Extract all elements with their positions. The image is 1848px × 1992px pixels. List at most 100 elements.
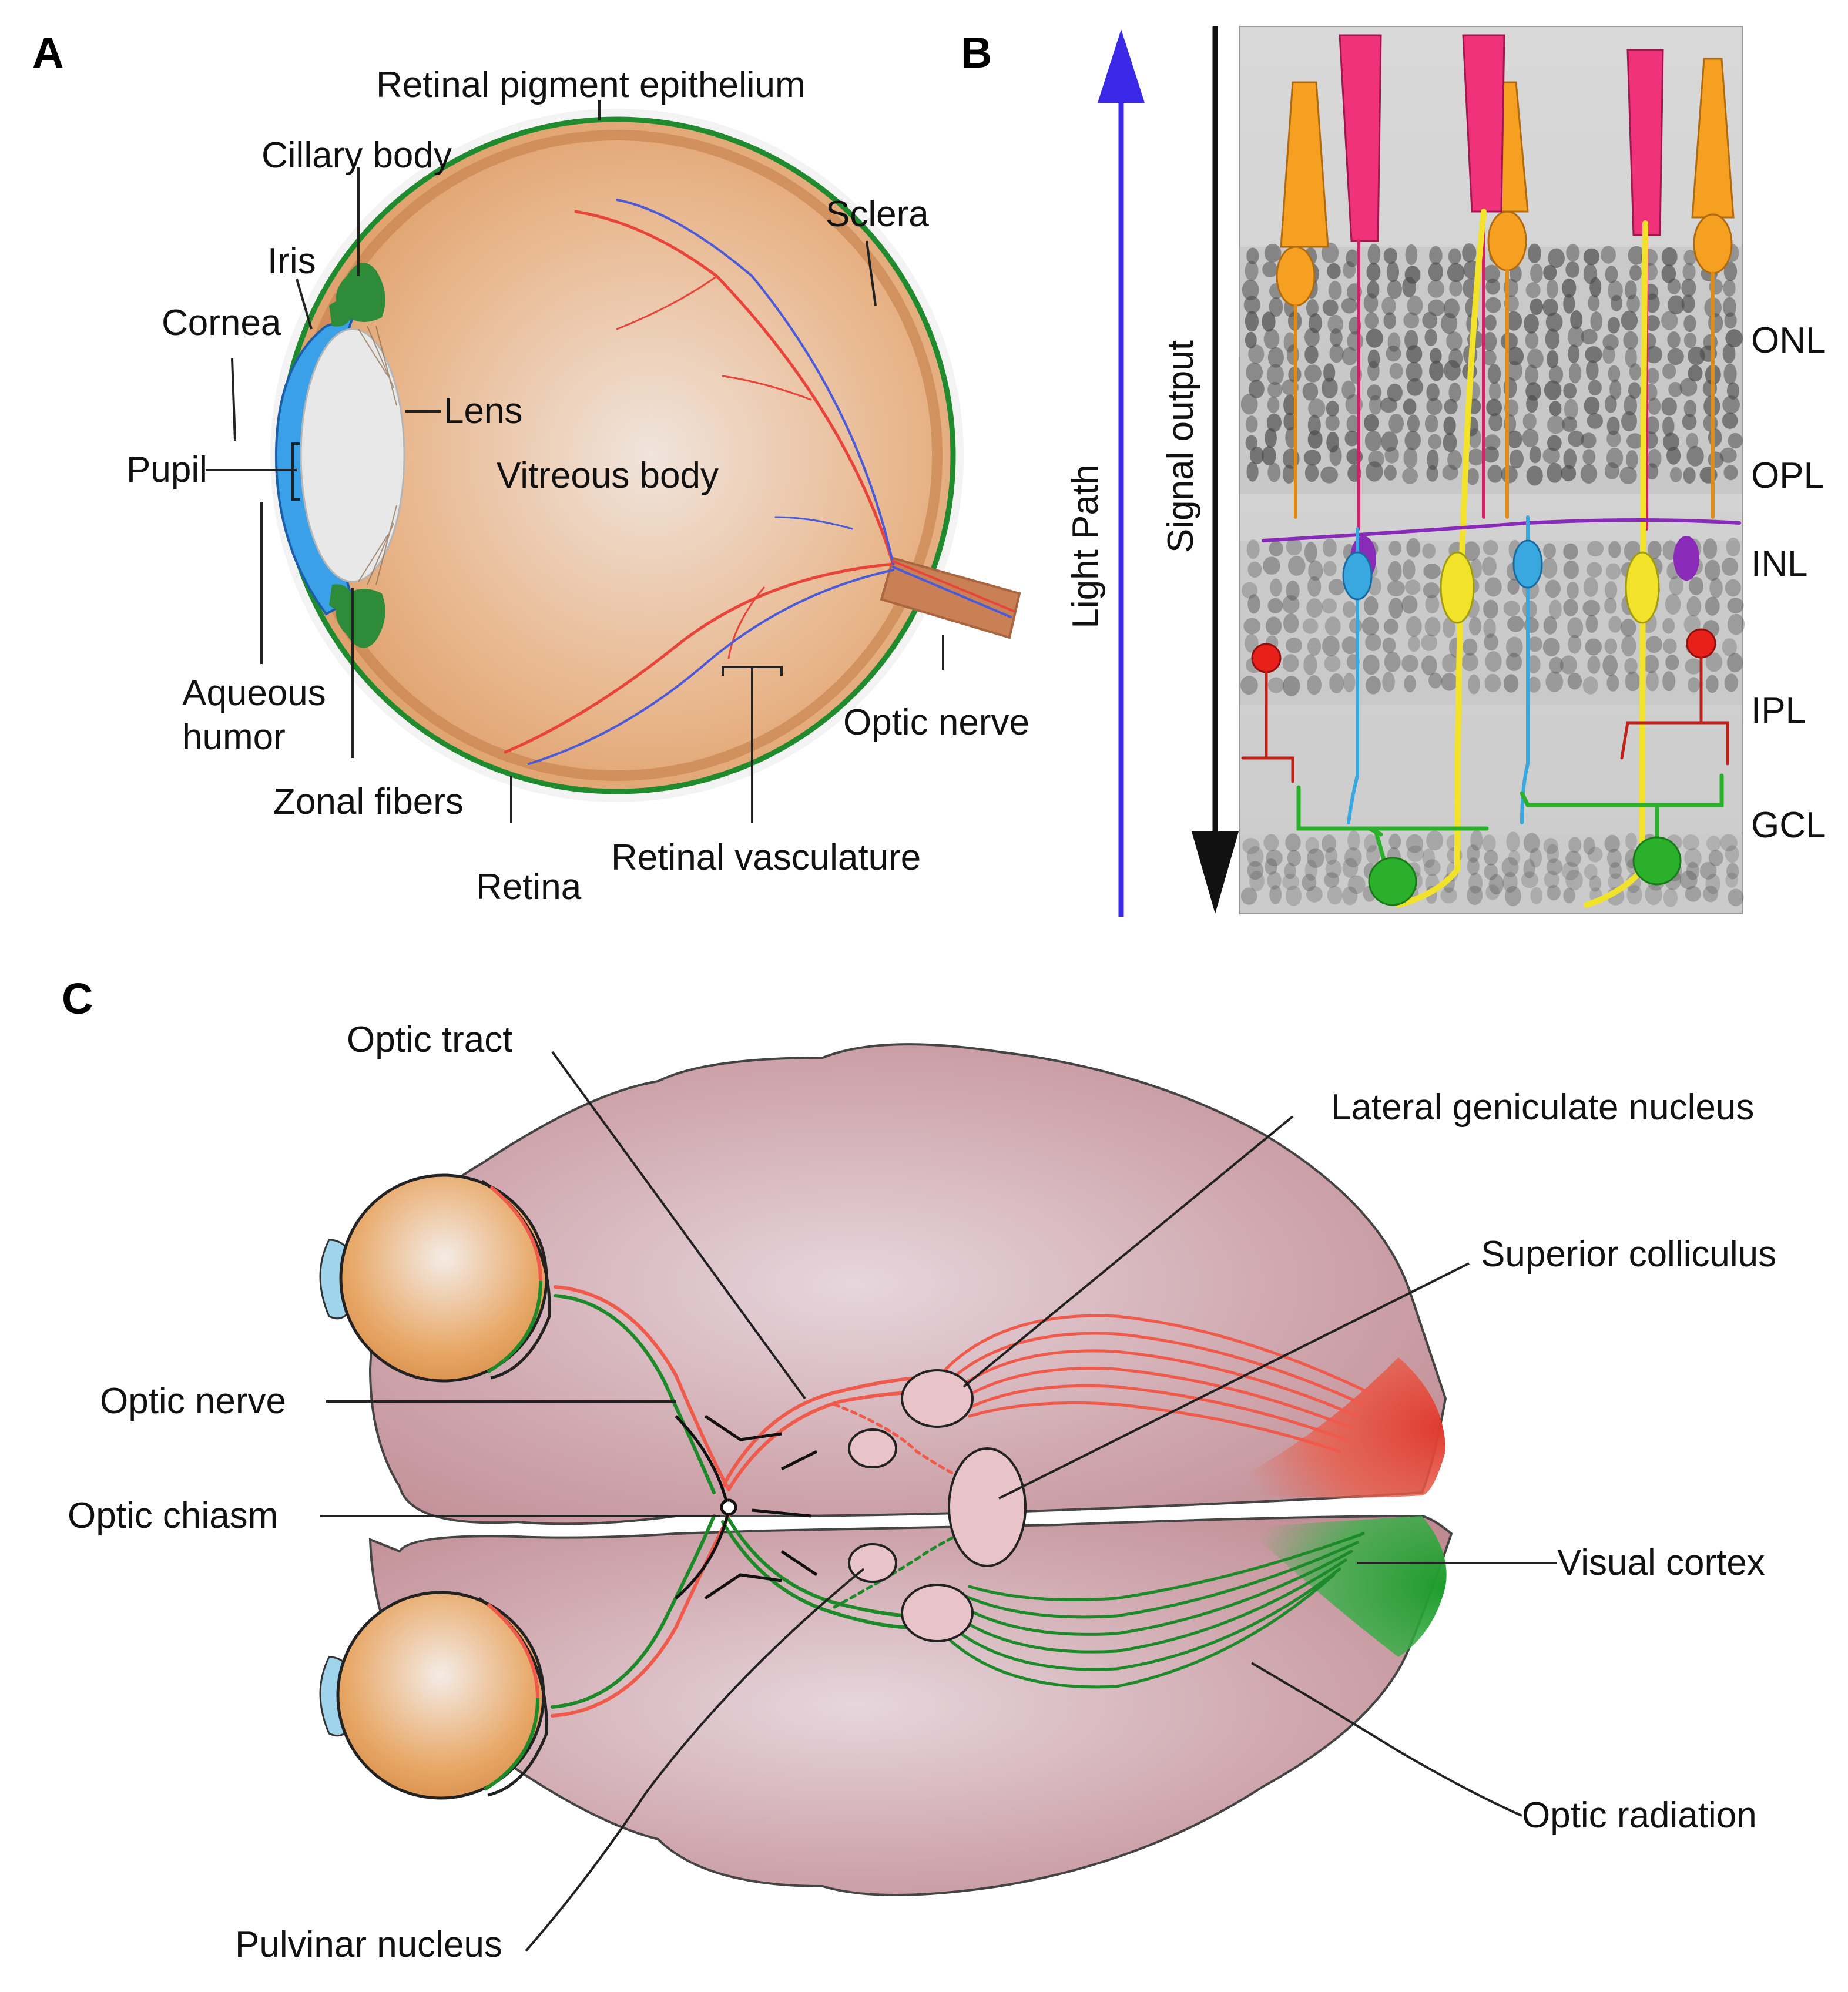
- cell-nucleus: [1684, 848, 1702, 868]
- cell-nucleus: [1364, 430, 1382, 451]
- cell-nucleus: [1528, 243, 1541, 264]
- cell-nucleus: [1523, 858, 1535, 878]
- cell-nucleus: [1422, 543, 1436, 559]
- layer-label-opl: OPL: [1751, 455, 1824, 496]
- cell-nucleus: [1662, 363, 1676, 380]
- cell-nucleus: [1668, 381, 1683, 397]
- cell-nucleus: [1682, 834, 1699, 851]
- cell-nucleus: [1247, 846, 1264, 867]
- light-path-arrowhead: [1098, 29, 1145, 103]
- cell-nucleus: [1288, 555, 1306, 576]
- cell-nucleus: [1702, 380, 1717, 397]
- cell-nucleus: [1625, 347, 1637, 368]
- cell-nucleus: [1323, 363, 1336, 383]
- cell-nucleus: [1561, 465, 1577, 482]
- cell-nucleus: [1284, 863, 1296, 880]
- cell-nucleus: [1443, 617, 1455, 638]
- cell-nucleus: [1266, 413, 1282, 432]
- cell-nucleus: [1282, 465, 1296, 484]
- cell-nucleus: [1582, 676, 1598, 695]
- cell-nucleus: [1686, 432, 1699, 449]
- cell-nucleus: [1723, 363, 1737, 385]
- cell-nucleus: [1446, 331, 1463, 351]
- cell-nucleus: [1403, 447, 1418, 469]
- cell-nucleus: [1580, 464, 1597, 484]
- cell-nucleus: [1564, 398, 1578, 420]
- cell-nucleus: [1363, 293, 1379, 313]
- cell-nucleus: [1482, 556, 1497, 576]
- eyeball-diagram: [270, 109, 1021, 802]
- cell-nucleus: [1723, 465, 1738, 481]
- cell-nucleus: [1609, 379, 1622, 400]
- cell-nucleus: [1407, 296, 1423, 316]
- horizontal-cells: [1262, 518, 1741, 542]
- cell-nucleus: [1286, 538, 1302, 556]
- cell-nucleus: [1726, 382, 1740, 400]
- cell-nucleus: [1699, 861, 1717, 880]
- cell-nucleus: [1708, 428, 1722, 447]
- cell-nucleus: [1327, 263, 1341, 279]
- cell-nucleus: [1448, 248, 1461, 265]
- cell-nucleus: [1507, 578, 1520, 595]
- cell-nucleus: [1286, 886, 1302, 906]
- cell-nucleus: [1307, 848, 1324, 868]
- cell-nucleus: [1563, 294, 1575, 314]
- cell-nucleus: [1525, 282, 1541, 299]
- cell-nucleus: [1686, 596, 1702, 616]
- cell-nucleus: [1282, 675, 1300, 696]
- label-lens: Lens: [444, 391, 522, 431]
- cell-nucleus: [1424, 616, 1441, 637]
- cell-nucleus: [1708, 850, 1723, 867]
- cell-nucleus: [1402, 468, 1418, 484]
- cell-nucleus: [1428, 672, 1443, 689]
- cell-nucleus: [1506, 831, 1520, 852]
- cell-nucleus: [1486, 398, 1502, 417]
- cell-nucleus: [1629, 363, 1641, 381]
- cell-nucleus: [1322, 538, 1337, 557]
- panel-a-letter: A: [32, 28, 63, 77]
- cell-nucleus: [1645, 368, 1659, 384]
- cell-nucleus: [1462, 243, 1477, 263]
- cell-nucleus: [1424, 859, 1441, 876]
- cell-nucleus: [1267, 677, 1284, 693]
- ganglion-cell-2: [1632, 836, 1682, 886]
- cell-nucleus: [1488, 381, 1501, 401]
- cell-nucleus: [1543, 838, 1558, 854]
- cell-nucleus: [1708, 313, 1723, 333]
- cell-nucleus: [1568, 837, 1582, 853]
- cell-nucleus: [1648, 397, 1661, 415]
- cell-nucleus: [1724, 312, 1737, 329]
- cell-nucleus: [1329, 673, 1344, 693]
- cell-nucleus: [1725, 845, 1739, 863]
- cell-nucleus: [1590, 311, 1603, 331]
- lateral-geniculate-nucleus-upper: [901, 1369, 974, 1428]
- cell-nucleus: [1423, 582, 1440, 598]
- cell-nucleus: [1344, 847, 1362, 867]
- cell-nucleus: [1307, 638, 1321, 656]
- cell-nucleus: [1323, 561, 1337, 576]
- cell-nucleus: [1242, 838, 1260, 854]
- cell-nucleus: [1547, 415, 1565, 434]
- label-pulvinar-nucleus: Pulvinar nucleus: [235, 1924, 502, 1965]
- cell-nucleus: [1322, 598, 1337, 614]
- cell-nucleus: [1683, 333, 1697, 348]
- cell-nucleus: [1565, 261, 1580, 278]
- cell-nucleus: [1720, 447, 1737, 463]
- cell-nucleus: [1585, 346, 1602, 363]
- retinal-vessels: [504, 199, 1015, 765]
- label-ciliary-body: Cillary body: [261, 135, 452, 176]
- cell-nucleus: [1403, 559, 1416, 580]
- cell-nucleus: [1530, 263, 1543, 283]
- cell-nucleus: [1725, 872, 1738, 888]
- cell-nucleus: [1625, 833, 1638, 850]
- cell-nucleus: [1264, 243, 1282, 263]
- cell-nucleus: [1522, 428, 1539, 448]
- cell-nucleus: [1262, 261, 1278, 277]
- cell-nucleus: [1325, 847, 1337, 865]
- cell-nucleus: [1240, 676, 1258, 695]
- cell-nucleus: [1366, 845, 1380, 864]
- cell-nucleus: [1267, 381, 1283, 398]
- cell-nucleus: [1543, 264, 1557, 280]
- cell-nucleus: [1589, 875, 1601, 892]
